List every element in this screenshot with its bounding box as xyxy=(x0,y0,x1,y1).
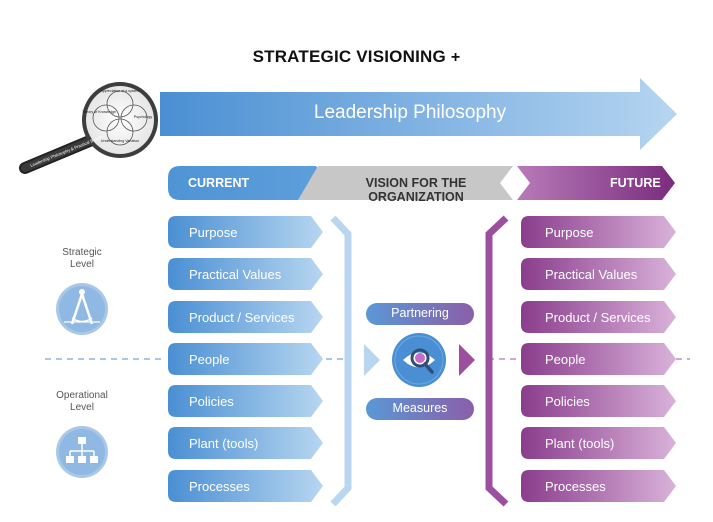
header-vision-shape xyxy=(298,166,513,200)
current-item-label: People xyxy=(189,352,230,367)
header-current-shape xyxy=(168,166,328,200)
operational-level-label: Operational Level xyxy=(56,390,108,413)
header-current-label: CURRENT xyxy=(188,176,250,190)
current-item-label: Practical Values xyxy=(189,267,282,282)
magnifier-handle-label: Leadership Philosophy & Practical Belief… xyxy=(30,134,104,168)
magnifying-glass-icon: Appreciation of a system Theory of Knowl… xyxy=(19,82,158,174)
leadership-philosophy-arrow xyxy=(160,78,677,150)
leadership-philosophy-label: Leadership Philosophy xyxy=(313,102,507,123)
future-item-label: Practical Values xyxy=(545,267,638,282)
current-item-pill xyxy=(168,470,323,502)
current-item-pill xyxy=(168,385,323,417)
future-item-label: Policies xyxy=(545,394,590,409)
current-item-label: Processes xyxy=(189,479,250,494)
current-item-pill xyxy=(168,216,323,248)
strategic-level-label: Strategic Level xyxy=(62,247,102,270)
page-title: STRATEGIC VISIONING + xyxy=(0,47,713,67)
header-vision-label: VISION FOR THE ORGANIZATION xyxy=(365,176,467,204)
future-item-pill xyxy=(521,216,676,248)
current-item-label: Policies xyxy=(189,394,234,409)
current-item-label: Product / Services xyxy=(189,310,295,325)
center-arrow-left xyxy=(364,344,380,376)
future-item-label: Plant (tools) xyxy=(545,436,615,451)
page-title-text: STRATEGIC VISIONING xyxy=(252,47,446,66)
current-item-label: Plant (tools) xyxy=(189,436,259,451)
org-chart-icon xyxy=(56,426,108,478)
future-item-pill xyxy=(521,470,676,502)
eye-in-magnifier-icon xyxy=(392,333,446,387)
current-item-pill xyxy=(168,427,323,459)
current-item-pill xyxy=(168,301,323,333)
measures-label: Measures xyxy=(392,401,448,415)
compass-icon xyxy=(56,283,108,335)
partnering-button xyxy=(366,303,474,325)
center-arrow-right xyxy=(459,344,475,376)
future-item-label: Product / Services xyxy=(545,310,651,325)
current-item-pill xyxy=(168,258,323,290)
future-item-label: Purpose xyxy=(545,225,594,240)
current-item-pill xyxy=(168,343,323,375)
venn-label-appreciation: Appreciation of a system xyxy=(100,89,139,93)
future-bracket xyxy=(485,215,509,507)
plus-sign: + xyxy=(450,49,461,66)
future-item-label: People xyxy=(545,352,586,367)
venn-label-knowledge: Theory of Knowledge xyxy=(82,110,116,114)
header-future-label: FUTURE xyxy=(610,176,661,190)
future-item-pill xyxy=(521,301,676,333)
future-item-pill xyxy=(521,427,676,459)
header-future-shape xyxy=(517,166,675,200)
venn-label-psychology: Psychology xyxy=(134,115,153,119)
measures-button xyxy=(366,398,474,420)
future-item-pill xyxy=(521,385,676,417)
future-item-pill xyxy=(521,258,676,290)
future-item-label: Processes xyxy=(545,479,606,494)
venn-label-variation: Understanding Variation xyxy=(101,139,139,143)
current-bracket xyxy=(330,215,352,507)
partnering-label: Partnering xyxy=(391,306,449,320)
future-item-pill xyxy=(521,343,676,375)
current-item-label: Purpose xyxy=(189,225,238,240)
